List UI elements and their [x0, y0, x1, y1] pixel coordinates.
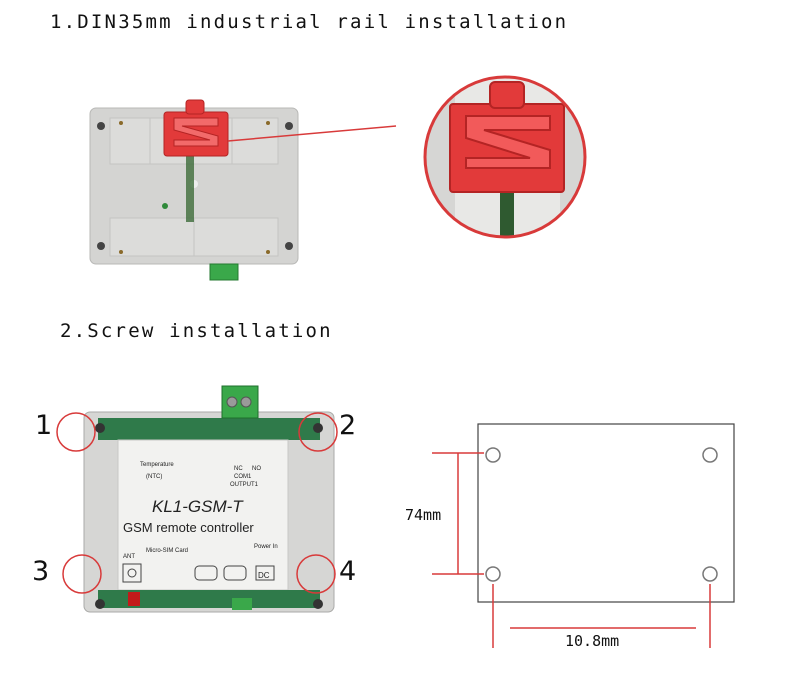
zoom-callout — [423, 75, 587, 239]
device-enclosure — [83, 385, 335, 613]
corner-number-3: 3 — [32, 556, 50, 587]
power-label: DC — [258, 571, 270, 580]
callout-leader — [227, 125, 397, 142]
output-label: OUTPUT1 — [230, 482, 259, 488]
com-label: COM1 — [234, 474, 252, 480]
corner-number-4: 4 — [339, 556, 357, 587]
height-dimension-label: 74mm — [405, 506, 442, 524]
mount-hole-tl — [485, 447, 501, 463]
model-label: KL1-GSM-T — [152, 497, 244, 516]
board-outline — [477, 423, 735, 603]
terminal-block — [209, 263, 239, 281]
width-dimension-label: 10.8mm — [565, 632, 620, 650]
temperature-label: Temperature — [140, 462, 174, 468]
no-label: NO — [252, 466, 261, 472]
corner-ring-3 — [62, 554, 102, 594]
mount-hole-tr — [702, 447, 718, 463]
width-dimension-lines — [492, 584, 711, 648]
din-rail-heading: 1.DIN35mm industrial rail installation — [50, 11, 569, 33]
nc-label: NC — [234, 466, 243, 472]
corner-ring-2 — [298, 412, 338, 452]
corner-ring-4 — [296, 554, 336, 594]
temperature-sub-label: (NTC) — [146, 474, 162, 480]
ant-label: ANT — [123, 554, 135, 560]
mount-hole-br — [702, 566, 718, 582]
screw-install-heading: 2.Screw installation — [60, 320, 333, 342]
corner-number-2: 2 — [339, 410, 357, 441]
din-clip-small — [163, 99, 229, 157]
corner-number-1: 1 — [35, 410, 53, 441]
height-dimension-lines — [432, 452, 484, 575]
sim-label: Micro-SIM Card — [146, 548, 188, 554]
mount-hole-bl — [485, 566, 501, 582]
description-label: GSM remote controller — [123, 520, 254, 535]
enclosure-back — [89, 107, 299, 265]
corner-ring-1 — [56, 412, 96, 452]
power-in-label: Power In — [254, 544, 278, 550]
